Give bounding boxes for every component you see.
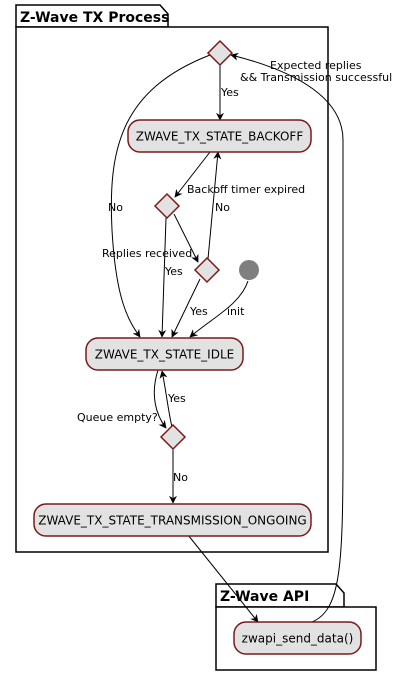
package-tx-process: Z-Wave TX Process [15,4,329,553]
edge-backoff-to-d2 [174,151,211,198]
edge-idle-to-d4 [153,369,167,429]
state-send-data-box [233,621,362,655]
state-backoff: ZWAVE_TX_STATE_BACKOFF [127,119,312,153]
package-api-title: Z-Wave API [220,589,309,605]
state-backoff-label: ZWAVE_TX_STATE_BACKOFF [136,130,304,144]
state-transmission-ongoing-box [33,503,312,537]
label-transmission-successful: && Transmission successful [240,71,392,84]
state-idle-label: ZWAVE_TX_STATE_IDLE [95,348,234,362]
label-replies-received: Replies received [102,247,192,260]
state-send-data-label: zwapi_send_data() [242,632,354,646]
label-no-queue: No [173,471,188,484]
label-yes-top: Yes [220,86,239,99]
edge-init-to-idle [189,280,249,338]
label-queue-empty: Queue empty? [77,411,158,424]
edge-d1-to-idle [110,54,211,338]
state-idle: ZWAVE_TX_STATE_IDLE [85,337,244,371]
state-transmission-ongoing: ZWAVE_TX_STATE_TRANSMISSION_ONGOING [33,503,312,537]
edge-ongoing-to-send-data [187,534,259,623]
label-backoff-timer-expired: Backoff timer expired [187,183,305,196]
label-expected-replies: Expected replies [270,59,362,72]
state-backoff-box [127,119,312,153]
label-yes-queue: Yes [167,392,186,405]
edge-d4-to-idle [159,370,173,428]
label-yes-replies: Yes [164,265,183,278]
edges [110,52,344,623]
edge-d2-to-d3 [173,213,199,263]
decision-replies-received [193,256,221,284]
package-tx-process-tab [15,4,169,28]
package-tx-process-title: Z-Wave TX Process [20,10,169,26]
edge-d2-to-idle [158,217,167,338]
label-no-left: No [108,201,123,214]
edge-d3-to-idle [171,278,201,338]
state-idle-box [85,337,244,371]
package-api-tab [215,583,345,608]
label-init: init [227,305,245,318]
decision-queue-empty [159,423,187,451]
label-no-mid: No [215,201,230,214]
edge-send-data-to-d1 [230,52,344,623]
state-transmission-ongoing-label: ZWAVE_TX_STATE_TRANSMISSION_ONGOING [38,514,306,528]
decision-expected-replies [206,39,234,67]
initial-node [239,260,259,280]
package-tx-process-frame [15,26,329,553]
state-send-data: zwapi_send_data() [233,621,362,655]
decision-backoff-timer [153,192,181,220]
label-yes-lower: Yes [189,305,208,318]
edge-d3-to-backoff [207,151,222,260]
